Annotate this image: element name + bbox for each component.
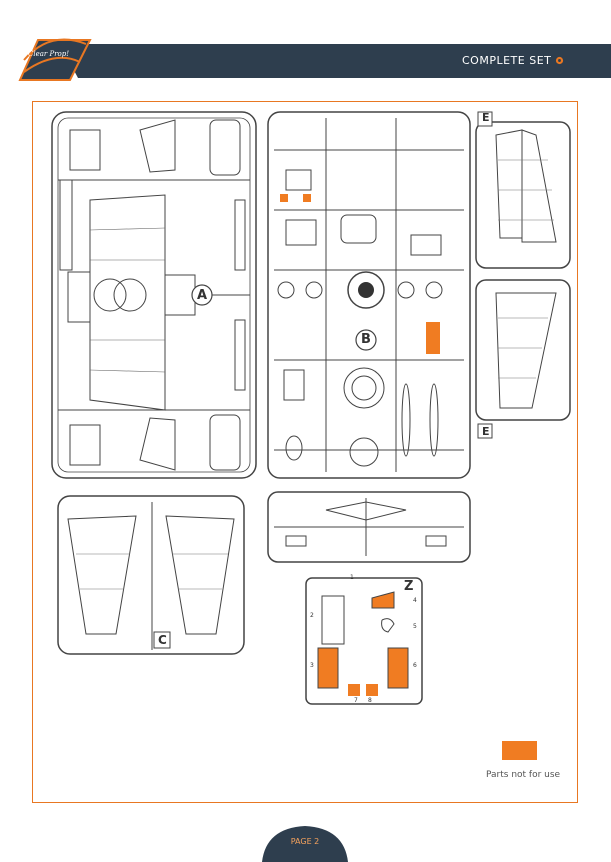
page-number: PAGE 2 [290, 837, 320, 846]
legend-text: Parts not for use [486, 770, 561, 780]
content-frame [32, 101, 578, 803]
header-title: COMPLETE SET [462, 54, 552, 67]
sprue-z-part-2: 2 [310, 612, 314, 619]
logo: Clear Prop! [28, 50, 70, 58]
sprue-e-top-label: E [482, 111, 490, 124]
sprue-z-part-5: 5 [413, 623, 417, 630]
sprue-c-drawing [57, 495, 245, 655]
sprue-e-bottom-label: E [482, 425, 490, 438]
sprue-z-part-4: 4 [413, 597, 417, 604]
legend-swatch [502, 741, 537, 760]
header-bar [18, 38, 611, 81]
sprue-z-part-8: 8 [368, 697, 372, 704]
sprue-a-drawing [51, 111, 257, 479]
sprue-z-part-7: 7 [354, 697, 358, 704]
page-tab [262, 826, 348, 862]
sprue-b-lower-drawing [267, 491, 471, 563]
sprue-z-part-6: 6 [413, 662, 417, 669]
sprue-e-top-drawing [475, 111, 571, 269]
sprue-z-label: Z [404, 579, 414, 594]
sprue-e-bottom-drawing [475, 279, 571, 439]
sprue-z-drawing [305, 577, 423, 705]
sprue-b-label: B [361, 332, 371, 347]
gear-icon [555, 56, 564, 65]
sprue-a-label: A [197, 288, 208, 303]
sprue-b-drawing [267, 111, 471, 479]
sprue-c-label: C [158, 633, 167, 647]
sprue-z-part-3: 3 [310, 662, 314, 669]
sprue-z-part-1: 1 [350, 574, 354, 581]
